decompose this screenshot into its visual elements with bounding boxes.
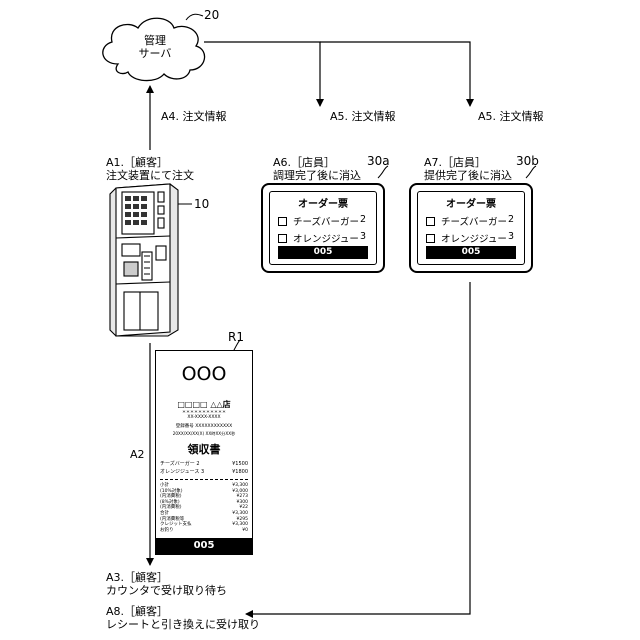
order-item-qty: 2 [360, 214, 366, 225]
order-item-row: チーズバーガー 2 [278, 214, 366, 228]
receipt-summary-name: (10%対象) [160, 489, 183, 494]
step-a6: A6.［店員］ 調理完了後に消込 [273, 156, 361, 182]
server-label-line1: 管理 [137, 34, 173, 47]
receipt-logo: OOO [156, 363, 252, 385]
step-a6-line2: 調理完了後に消込 [273, 169, 361, 182]
receipt-summary-amount: ¥0 [242, 528, 248, 534]
step-a7: A7.［店員］ 提供完了後に消込 [424, 156, 512, 182]
arrow-label-a2: A2 [130, 448, 145, 461]
order-screen-30a-display: オーダー票 チーズバーガー 2 オレンジジュース 3 005 [269, 191, 377, 265]
receipt-summary-name: お釣り [160, 528, 174, 533]
checkbox[interactable] [278, 217, 287, 226]
step-a3: A3.［顧客］ カウンタで受け取り待ち [106, 571, 227, 597]
arrow-a8 [246, 282, 470, 614]
server-label-line2: サーバ [137, 47, 173, 60]
receipt-item-amount: ¥1500 [232, 461, 248, 467]
arrow-label-a5-right: A5. 注文情報 [478, 110, 544, 123]
receipt-registration-number: 登録番号 XXXXXXXXXXXX [158, 423, 250, 429]
receipt-separator [160, 479, 248, 480]
order-number-bar: 005 [426, 246, 516, 259]
receipt-summary-name: クレジット支払 [160, 522, 192, 527]
receipt-summary-name: (内消費税) [160, 505, 182, 510]
step-a8-line2: レシートと引き換えに受け取り [106, 618, 260, 631]
arrow-a5-right [320, 42, 470, 106]
receipt-item-amount: ¥1800 [232, 469, 248, 475]
step-a1: A1.［顧客］ 注文装置にて注文 [106, 156, 194, 182]
arrow-label-a5-left: A5. 注文情報 [330, 110, 396, 123]
order-kiosk-icon [110, 184, 178, 336]
step-a8: A8.［顧客］ レシートと引き換えに受け取り [106, 605, 260, 631]
server-label: 管理 サーバ [137, 34, 173, 60]
order-item-qty: 3 [508, 231, 514, 242]
order-item-name: チーズバーガー [441, 217, 507, 228]
receipt-line-item: チーズバーガー 2 ¥1500 [160, 461, 248, 467]
step-a7-line2: 提供完了後に消込 [424, 169, 512, 182]
receipt-line-item: オレンジジュース 3 ¥1800 [160, 469, 248, 475]
step-a1-line2: 注文装置にて注文 [106, 169, 194, 182]
step-a3-line1: A3.［顧客］ [106, 571, 227, 584]
screen-a-ref: 30a [367, 154, 390, 168]
arrow-a5-left [204, 42, 320, 106]
order-screen-30a: オーダー票 チーズバーガー 2 オレンジジュース 3 005 [261, 183, 385, 273]
receipt-summary-name: (内消費税) [160, 494, 182, 499]
checkbox[interactable] [278, 234, 287, 243]
receipt-order-number: 005 [156, 538, 252, 554]
order-screen-30b: オーダー票 チーズバーガー 2 オレンジジュース 3 005 [409, 183, 533, 273]
order-item-row: チーズバーガー 2 [426, 214, 514, 228]
receipt-item-name: チーズバーガー 2 [160, 461, 200, 467]
server-ref: 20 [204, 8, 219, 22]
screen-b-ref: 30b [516, 154, 539, 168]
step-a6-line1: A6.［店員］ [273, 156, 361, 169]
step-a7-line1: A7.［店員］ [424, 156, 512, 169]
kiosk-ref: 10 [194, 197, 209, 211]
receipt-summary-name: 合計 [160, 511, 169, 516]
receipt-title: 領収書 [158, 441, 250, 457]
order-slip-title: オーダー票 [270, 195, 376, 210]
receipt-item-name: オレンジジュース 3 [160, 469, 204, 475]
order-screen-30b-display: オーダー票 チーズバーガー 2 オレンジジュース 3 005 [417, 191, 525, 265]
receipt-phone: XX-XXXX-XXXX [158, 415, 250, 420]
receipt-ref: R1 [228, 330, 244, 344]
leader-line-20 [186, 14, 203, 20]
order-item-name: チーズバーガー [293, 217, 359, 228]
checkbox[interactable] [426, 217, 435, 226]
receipt: OOO □□□□ △△店 ＊＊＊＊＊＊＊＊＊＊＊ XX-XXXX-XXXX 登録… [155, 350, 253, 555]
receipt-summary-line: お釣り ¥0 [160, 528, 248, 534]
order-slip-title: オーダー票 [418, 195, 524, 210]
order-item-qty: 3 [360, 231, 366, 242]
receipt-summary-name: (内消費税等 [160, 517, 184, 522]
step-a3-line2: カウンタで受け取り待ち [106, 584, 227, 597]
checkbox[interactable] [426, 234, 435, 243]
order-number-bar: 005 [278, 246, 368, 259]
receipt-datetime: 20XX/XX/XX(X) XX時XX分XX秒 [158, 431, 250, 437]
step-a8-line1: A8.［顧客］ [106, 605, 260, 618]
arrow-label-a4: A4. 注文情報 [161, 110, 227, 123]
order-item-qty: 2 [508, 214, 514, 225]
receipt-summary-name: 小計 [160, 483, 169, 488]
step-a1-line1: A1.［顧客］ [106, 156, 194, 169]
